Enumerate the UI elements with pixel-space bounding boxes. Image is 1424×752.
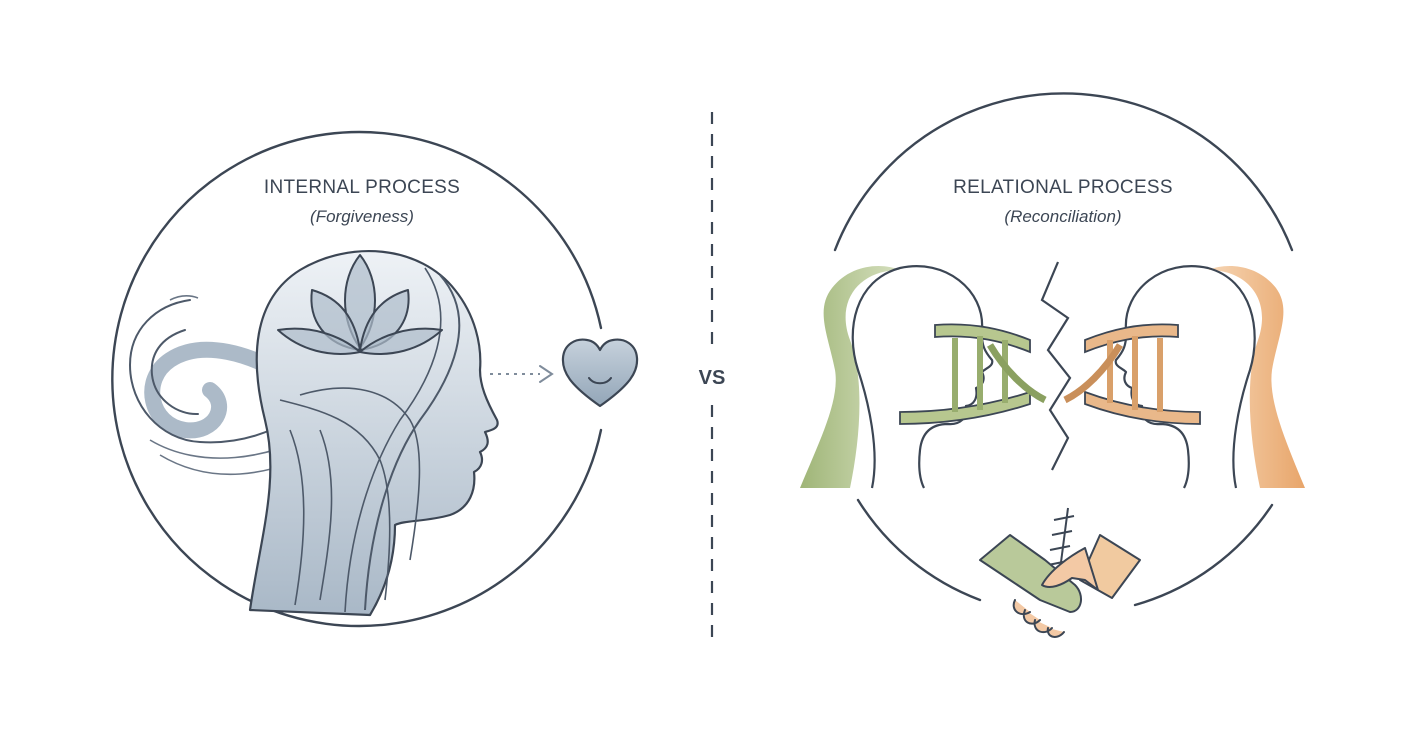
right-head-profile-icon (1114, 265, 1305, 489)
left-panel-circle (111, 130, 603, 628)
left-head-profile-icon (800, 265, 994, 489)
handshake-icon (979, 507, 1141, 638)
wave-swirl-icon (128, 295, 321, 476)
dotted-arrow-icon (490, 365, 554, 383)
right-panel-circle-top (833, 92, 1294, 252)
vs-label: VS (699, 367, 726, 389)
right-panel-circle-bottom-right (1133, 503, 1274, 607)
heart-icon (561, 338, 639, 408)
dna-bridge-right-icon (1063, 323, 1201, 425)
left-panel: INTERNAL PROCESS (Forgiveness) (111, 130, 639, 628)
right-panel-subtitle: (Reconciliation) (1004, 207, 1121, 226)
right-panel-circle-bottom-left (856, 498, 982, 602)
lightning-crack-icon (1040, 261, 1072, 471)
right-panel-title: RELATIONAL PROCESS (953, 177, 1173, 198)
lotus-icon (277, 254, 443, 355)
dna-bridge-left-icon (899, 323, 1047, 425)
right-panel: RELATIONAL PROCESS (Reconciliation) (800, 92, 1305, 638)
center-divider: VS (699, 112, 726, 640)
left-panel-subtitle: (Forgiveness) (310, 207, 414, 226)
left-panel-title: INTERNAL PROCESS (264, 177, 460, 198)
